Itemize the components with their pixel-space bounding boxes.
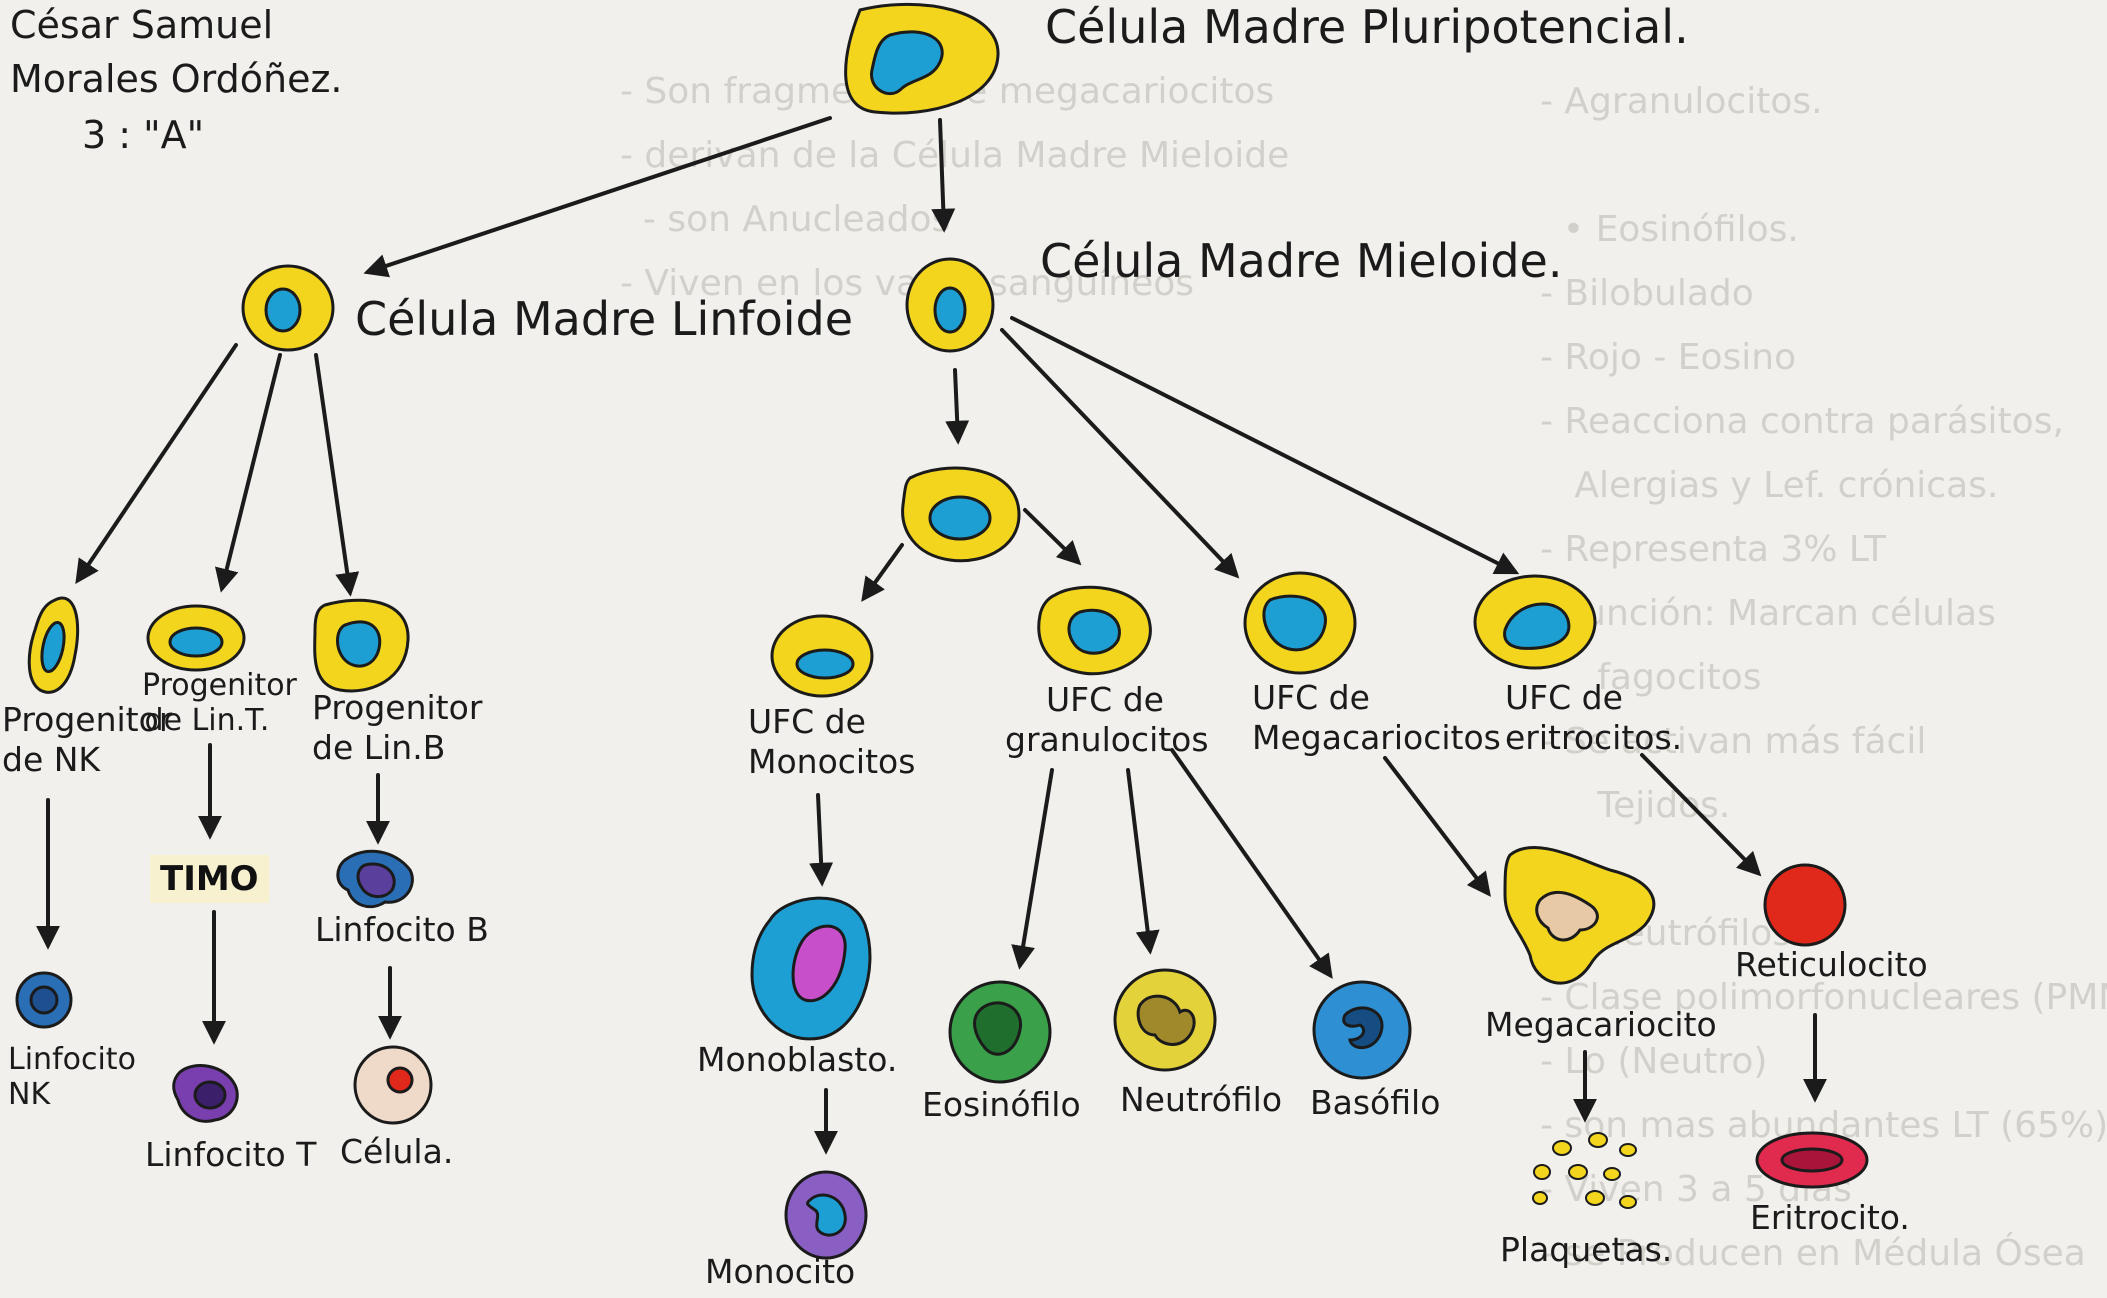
label-linfocito-t: Linfocito T [145, 1135, 316, 1175]
author-group: 3 : "A" [82, 112, 204, 158]
plaquetas-group-part [1586, 1191, 1604, 1205]
arrow-ufc-gran-to-basofilo [1172, 750, 1330, 975]
arrow-ufc-gran-to-neutrofilo [1128, 770, 1150, 950]
label-monoblasto: Monoblasto. [697, 1040, 897, 1080]
label-megacariocito: Megacariocito [1485, 1005, 1717, 1045]
plaquetas-group-part [1620, 1196, 1636, 1208]
arrow-pluri-to-linfoide [368, 118, 830, 272]
plaquetas-group-part [1604, 1168, 1620, 1180]
label-basofilo: Basófilo [1310, 1083, 1440, 1123]
label-progenitor-lin-b: Progenitor de Lin.B [312, 688, 482, 768]
plaquetas-group-part [1589, 1133, 1607, 1147]
cell-linfocito-b [338, 851, 413, 906]
label-linfocito-b: Linfocito B [315, 910, 489, 950]
cell-ufc-granulocitos [1039, 587, 1151, 674]
label-celula: Célula. [340, 1132, 453, 1172]
cell-linfocito-b-part [358, 864, 394, 897]
arrow-ufc-eritro-to-reticulocito [1642, 755, 1758, 873]
plaquetas-group-part [1620, 1144, 1636, 1156]
cell-linfocito-t [174, 1066, 238, 1122]
arrow-progenitor-to-ufc-mono [864, 545, 902, 598]
label-ufc-megacariocitos: UFC de Megacariocitos [1252, 678, 1501, 758]
arrow-mieloide-to-progenitor [955, 370, 958, 440]
cell-madre-mieloide [907, 259, 993, 351]
arrow-pluri-to-mieloide [940, 120, 944, 228]
label-eosinofilo: Eosinófilo [922, 1085, 1081, 1125]
arrow-linfoide-to-b [316, 355, 350, 592]
plaquetas-group-part [1569, 1165, 1587, 1179]
label-plaquetas: Plaquetas. [1500, 1230, 1672, 1270]
cell-celula-plasmatica-part [388, 1068, 412, 1092]
cell-progenitor-lin-b-part [338, 622, 380, 666]
cell-madre-mieloide-part [935, 288, 965, 332]
arrow-ufc-mega-to-megacariocito [1385, 758, 1488, 893]
cell-reticulocito-part [1765, 865, 1845, 945]
cell-basofilo-part [1314, 982, 1410, 1078]
cell-linfocito-nk [17, 973, 71, 1027]
cell-ufc-monocitos [772, 616, 872, 696]
cell-madre-linfoide-part [266, 289, 300, 331]
label-ufc-monocitos: UFC de Monocitos [748, 702, 915, 782]
arrow-ufc-mono-to-monoblasto [818, 795, 822, 882]
cell-monocito [786, 1172, 866, 1258]
label-neutrofilo: Neutrófilo [1120, 1080, 1282, 1120]
label-linfocito-nk: Linfocito NK [8, 1042, 136, 1112]
arrow-linfoide-to-nk [78, 345, 236, 580]
arrow-mieloide-to-ufc-eritro [1012, 318, 1515, 572]
cell-pluripotencial [846, 4, 998, 113]
cell-progenitor-mieloide-part [930, 497, 990, 539]
cell-progenitor-lin-t-part [170, 628, 222, 656]
label-ufc-eritrocitos: UFC de eritrocitos. [1505, 678, 1682, 758]
label-monocito: Monocito [705, 1252, 855, 1292]
cell-linfocito-t-part [195, 1082, 225, 1108]
author-name-line1: César Samuel [10, 2, 273, 48]
cell-progenitor-mieloide [903, 468, 1019, 561]
plaquetas-group [1533, 1133, 1636, 1208]
cell-eritrocito [1757, 1133, 1867, 1187]
cell-ufc-megacariocitos [1245, 573, 1355, 673]
arrow-progenitor-to-ufc-gran [1025, 510, 1078, 562]
cell-ufc-granulocitos-part [1069, 610, 1119, 653]
cell-progenitor-lin-t [148, 606, 244, 670]
cell-ufc-monocitos-part [797, 650, 853, 678]
cell-megacariocito [1505, 847, 1654, 983]
cell-neutrofilo [1115, 970, 1215, 1070]
cell-celula-plasmatica [355, 1047, 431, 1123]
label-progenitor-lin-t: Progenitor de Lin.T. [142, 668, 272, 738]
timo-label: TIMO [150, 855, 269, 903]
cell-eosinofilo [950, 982, 1050, 1082]
arrow-ufc-gran-to-eosinofilo [1020, 770, 1052, 965]
label-eritrocito: Eritrocito. [1750, 1198, 1910, 1238]
plaquetas-group-part [1533, 1192, 1547, 1204]
cell-reticulocito [1765, 865, 1845, 945]
label-madre-linfoide: Célula Madre Linfoide [355, 292, 853, 346]
cell-basofilo [1314, 982, 1410, 1078]
cell-progenitor-lin-b [315, 600, 408, 691]
label-madre-mieloide: Célula Madre Mieloide. [1040, 234, 1562, 288]
arrow-linfoide-to-t [222, 355, 280, 588]
cell-progenitor-nk [29, 598, 77, 692]
plaquetas-group-part [1553, 1141, 1571, 1155]
cell-ufc-eritrocitos [1475, 576, 1595, 668]
label-reticulocito: Reticulocito [1735, 945, 1928, 985]
cell-monoblasto [752, 898, 870, 1039]
cell-linfocito-nk-part [31, 987, 57, 1013]
plaquetas-group-part [1534, 1165, 1550, 1179]
author-name-line2: Morales Ordóñez. [10, 56, 342, 102]
label-ufc-granulocitos: UFC de granulocitos [1005, 680, 1205, 760]
label-pluripotencial: Célula Madre Pluripotencial. [1045, 0, 1689, 54]
arrow-mieloide-to-ufc-mega [1002, 330, 1236, 575]
cell-madre-linfoide [243, 266, 333, 350]
cell-eritrocito-part [1782, 1149, 1842, 1171]
